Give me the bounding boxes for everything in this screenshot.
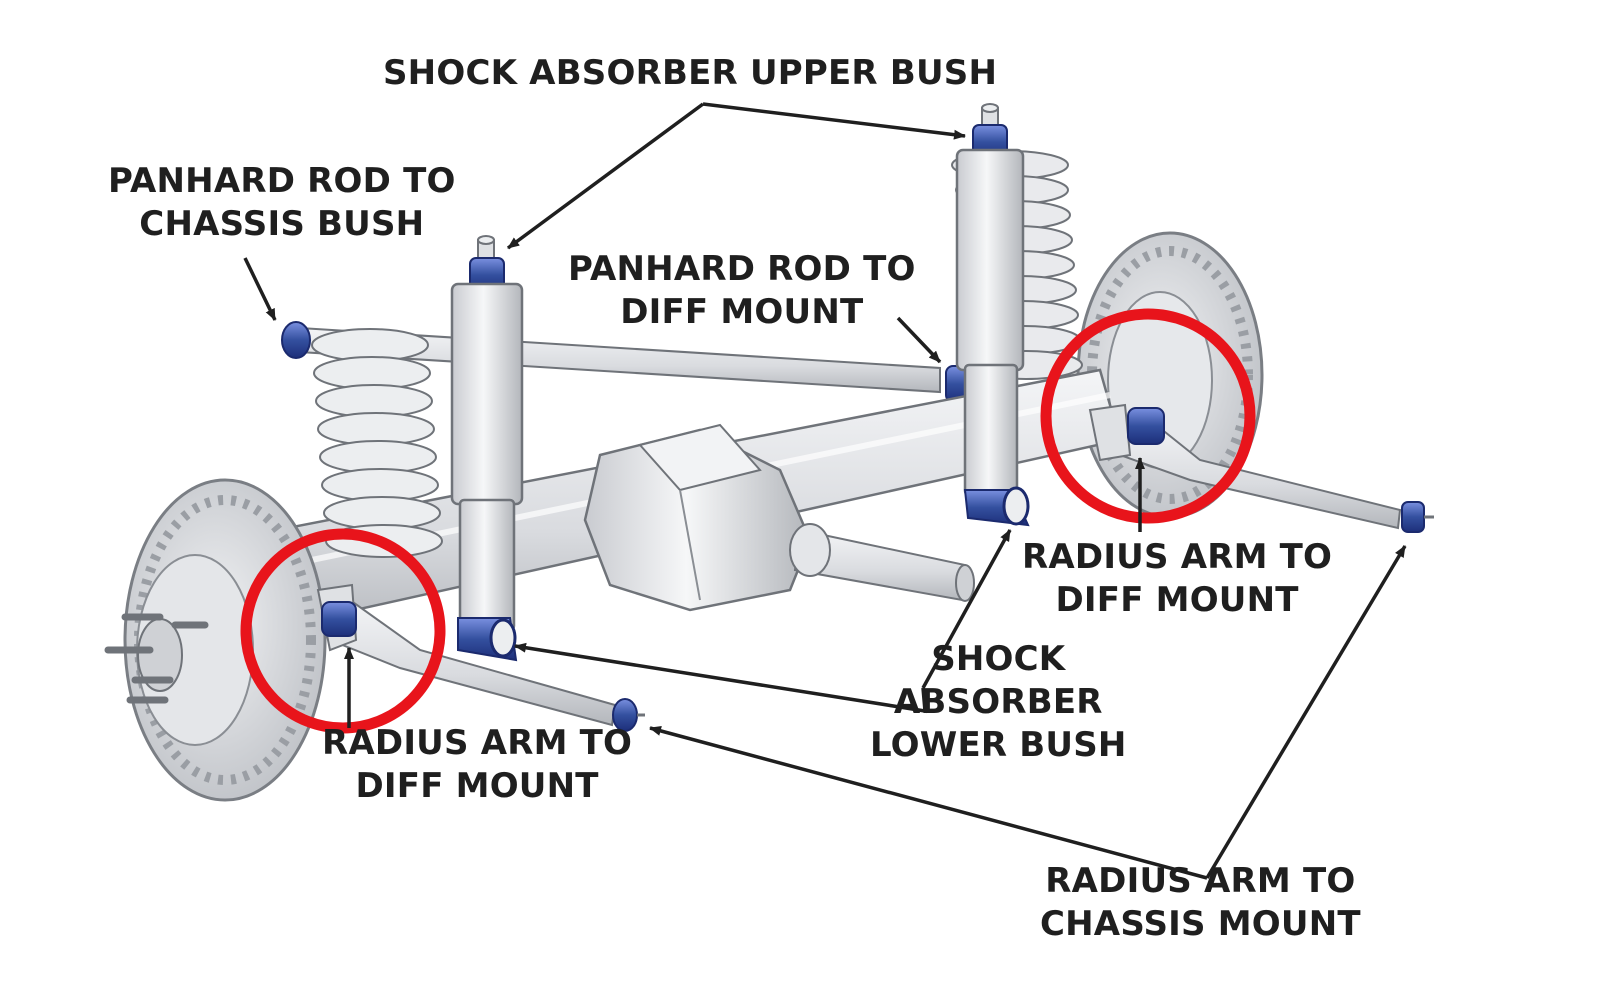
label-shock-absorber-upper-bush: SHOCK ABSORBER UPPER BUSH [383,53,998,93]
label-radius-arm-to-diff-mount-left: RADIUS ARM TO DIFF MOUNT [322,723,633,806]
arrow-shock-lower-right [921,529,1012,689]
panhard-chassis-bush [281,321,311,359]
highlight-circle-left [240,528,446,734]
left-radius-diff-bush [321,601,357,637]
arrow-shock-upper-left [506,102,705,250]
right-radius-chassis-bush [1401,501,1425,533]
arrow-shock-upper-right [702,102,966,140]
left-brake-disc [104,478,327,802]
right-radius-diff-bush [1127,407,1165,445]
right-shock-absorber [955,103,1030,527]
arrow-panhard-chassis [243,257,277,321]
arrow-radius-chassis-left [649,726,1208,880]
left-shock-absorber [450,235,524,662]
highlight-circle-right [1040,308,1256,524]
left-radius-arm [316,583,645,732]
label-radius-arm-to-diff-mount-right: RADIUS ARM TO DIFF MOUNT [1022,537,1333,620]
label-radius-arm-to-chassis-mount: RADIUS ARM TO CHASSIS MOUNT [1040,861,1361,944]
right-radius-arm [1088,403,1434,533]
label-panhard-rod-to-diff-mount: PANHARD ROD TO DIFF MOUNT [568,249,916,332]
differential [583,423,975,612]
wheel-studs [104,613,209,704]
label-panhard-rod-to-chassis-bush: PANHARD ROD TO CHASSIS BUSH [108,161,456,244]
arrow-panhard-diff [896,316,942,364]
label-shock-absorber-lower-bush: SHOCK ABSORBER LOWER BUSH [870,639,1127,765]
leader-lines [243,102,1407,880]
arrow-shock-lower-left [514,642,927,714]
arrow-radius-chassis-right [1205,545,1407,879]
left-coil-spring [311,328,443,558]
